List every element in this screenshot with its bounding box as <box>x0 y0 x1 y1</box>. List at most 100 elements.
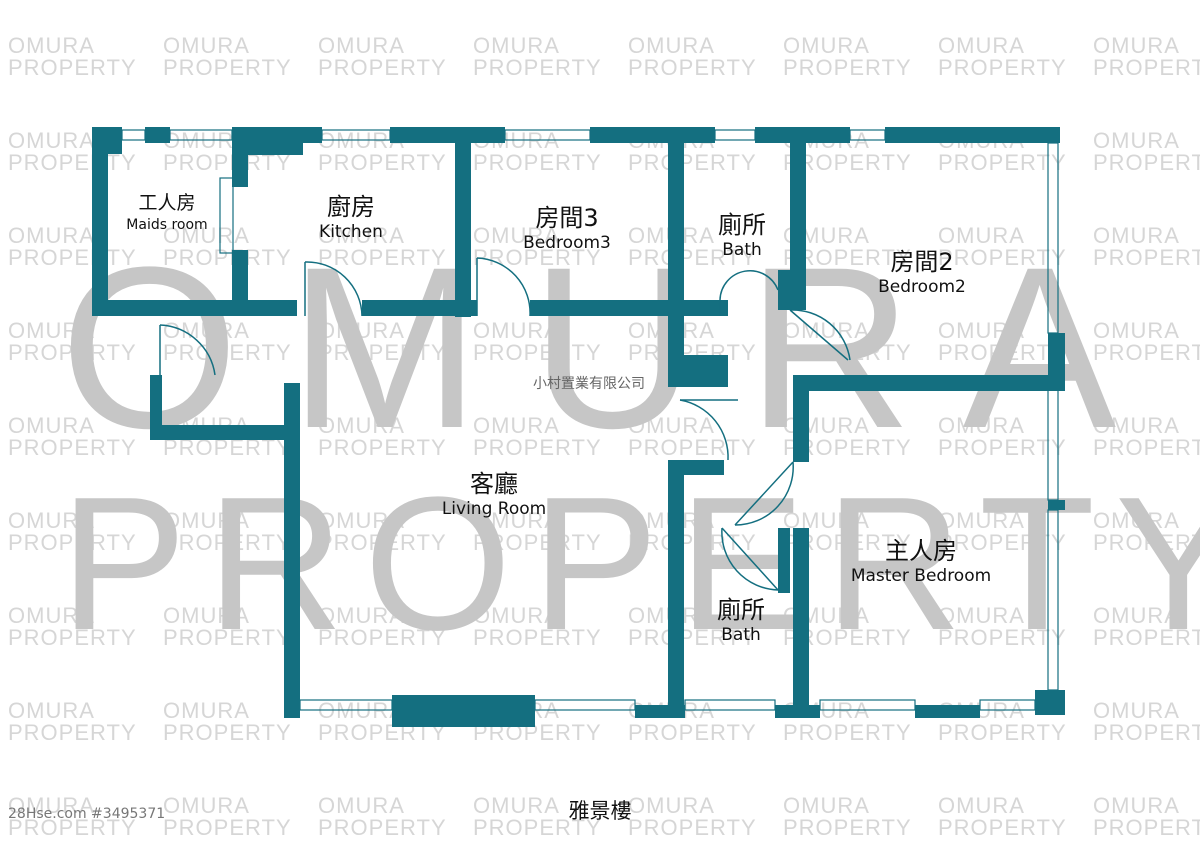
watermark-tile-line1: OMURA <box>473 413 560 438</box>
watermark-tile-line2: PROPERTY <box>938 720 1067 745</box>
watermark-tile-line2: PROPERTY <box>1093 815 1200 840</box>
watermark-tile-line2: PROPERTY <box>318 150 447 175</box>
watermark-tile-line1: OMURA <box>318 223 405 248</box>
watermark-tile-line1: OMURA <box>783 318 870 343</box>
watermark-tile-line1: OMURA <box>938 603 1025 628</box>
room-name-en: Master Bedroom <box>850 566 992 586</box>
watermark-tile-line2: PROPERTY <box>938 435 1067 460</box>
watermark-tile-line2: PROPERTY <box>473 435 602 460</box>
watermark-tile-line2: PROPERTY <box>628 435 757 460</box>
watermark-tile-line2: PROPERTY <box>318 340 447 365</box>
watermark-tile-line1: OMURA <box>318 33 405 58</box>
watermark-tile-line1: OMURA <box>1093 698 1180 723</box>
room-label-maids: 工人房 Maids room <box>126 191 207 235</box>
room-label-master: 主人房 Master Bedroom <box>851 537 991 587</box>
watermark-tile-line2: PROPERTY <box>628 815 757 840</box>
watermark-tile-line2: PROPERTY <box>318 625 447 650</box>
watermark-tile-line1: OMURA <box>163 223 250 248</box>
watermark-tile-line1: OMURA <box>1093 128 1180 153</box>
watermark-tile-line2: PROPERTY <box>628 625 757 650</box>
room-name-en: Living Room <box>441 499 547 519</box>
watermark-tile-line1: OMURA <box>1093 318 1180 343</box>
watermark-tile-line2: PROPERTY <box>783 530 912 555</box>
watermark-tile-line1: OMURA <box>163 793 250 818</box>
watermark-tile-line2: PROPERTY <box>8 720 137 745</box>
watermark-tile-line2: PROPERTY <box>163 55 292 80</box>
watermark-tile-line2: PROPERTY <box>8 625 137 650</box>
watermark-tile-line2: PROPERTY <box>938 340 1067 365</box>
watermark-tile-line1: OMURA <box>163 33 250 58</box>
company-name: 小村置業有限公司 <box>533 376 645 392</box>
watermark-tile-line1: OMURA <box>1093 223 1180 248</box>
watermark-tile-line1: OMURA <box>318 603 405 628</box>
watermark-tile-line1: OMURA <box>8 223 95 248</box>
watermark-tile-line2: PROPERTY <box>783 150 912 175</box>
watermark-tile-line2: PROPERTY <box>1093 625 1200 650</box>
watermark-tile-line1: OMURA <box>628 793 715 818</box>
watermark-tile-line2: PROPERTY <box>783 435 912 460</box>
room-name-zh: 工人房 <box>138 192 196 214</box>
room-label-bath-top: 廁所 Bath <box>718 211 766 261</box>
watermark-tile-line2: PROPERTY <box>783 245 912 270</box>
watermark-tile-line2: PROPERTY <box>628 55 757 80</box>
watermark-tile-line1: OMURA <box>8 318 95 343</box>
watermark-tile-line2: PROPERTY <box>318 245 447 270</box>
watermark-tile-line2: PROPERTY <box>163 340 292 365</box>
watermark-tile-line2: PROPERTY <box>938 245 1067 270</box>
watermark-tile-line1: OMURA <box>163 508 250 533</box>
room-name-zh: 房間3 <box>535 204 599 232</box>
watermark-tile-line2: PROPERTY <box>1093 435 1200 460</box>
watermark-tile-line2: PROPERTY <box>938 530 1067 555</box>
watermark-tile-line2: PROPERTY <box>163 435 292 460</box>
watermark-tile-line2: PROPERTY <box>8 435 137 460</box>
watermark-tile-line2: PROPERTY <box>628 150 757 175</box>
room-label-bath-bottom: 廁所 Bath <box>717 596 765 646</box>
watermark-tile-line1: OMURA <box>938 318 1025 343</box>
watermark-tile-line2: PROPERTY <box>318 530 447 555</box>
watermark-tile-line1: OMURA <box>473 508 560 533</box>
building-name: 雅景樓 <box>568 799 632 823</box>
watermark-tile-line1: OMURA <box>628 33 715 58</box>
watermark-tile-line1: OMURA <box>318 318 405 343</box>
watermark-tile-line2: PROPERTY <box>163 530 292 555</box>
door-swings <box>159 257 851 591</box>
watermark-tile-line1: OMURA <box>1093 603 1180 628</box>
watermark-tile-line1: OMURA <box>1093 413 1180 438</box>
watermark-tile-line2: PROPERTY <box>783 815 912 840</box>
watermark-tile-line1: OMURA <box>318 413 405 438</box>
watermark-tile-line1: OMURA <box>938 33 1025 58</box>
watermark-tile-line2: PROPERTY <box>8 815 137 840</box>
watermark-tile-line2: PROPERTY <box>938 150 1067 175</box>
watermark-tile-line1: OMURA <box>473 793 560 818</box>
room-name-zh: 主人房 <box>884 537 957 565</box>
watermark-tile-line2: PROPERTY <box>628 720 757 745</box>
watermark-tile-line2: PROPERTY <box>318 435 447 460</box>
watermark-tile-line1: OMURA <box>1093 793 1180 818</box>
